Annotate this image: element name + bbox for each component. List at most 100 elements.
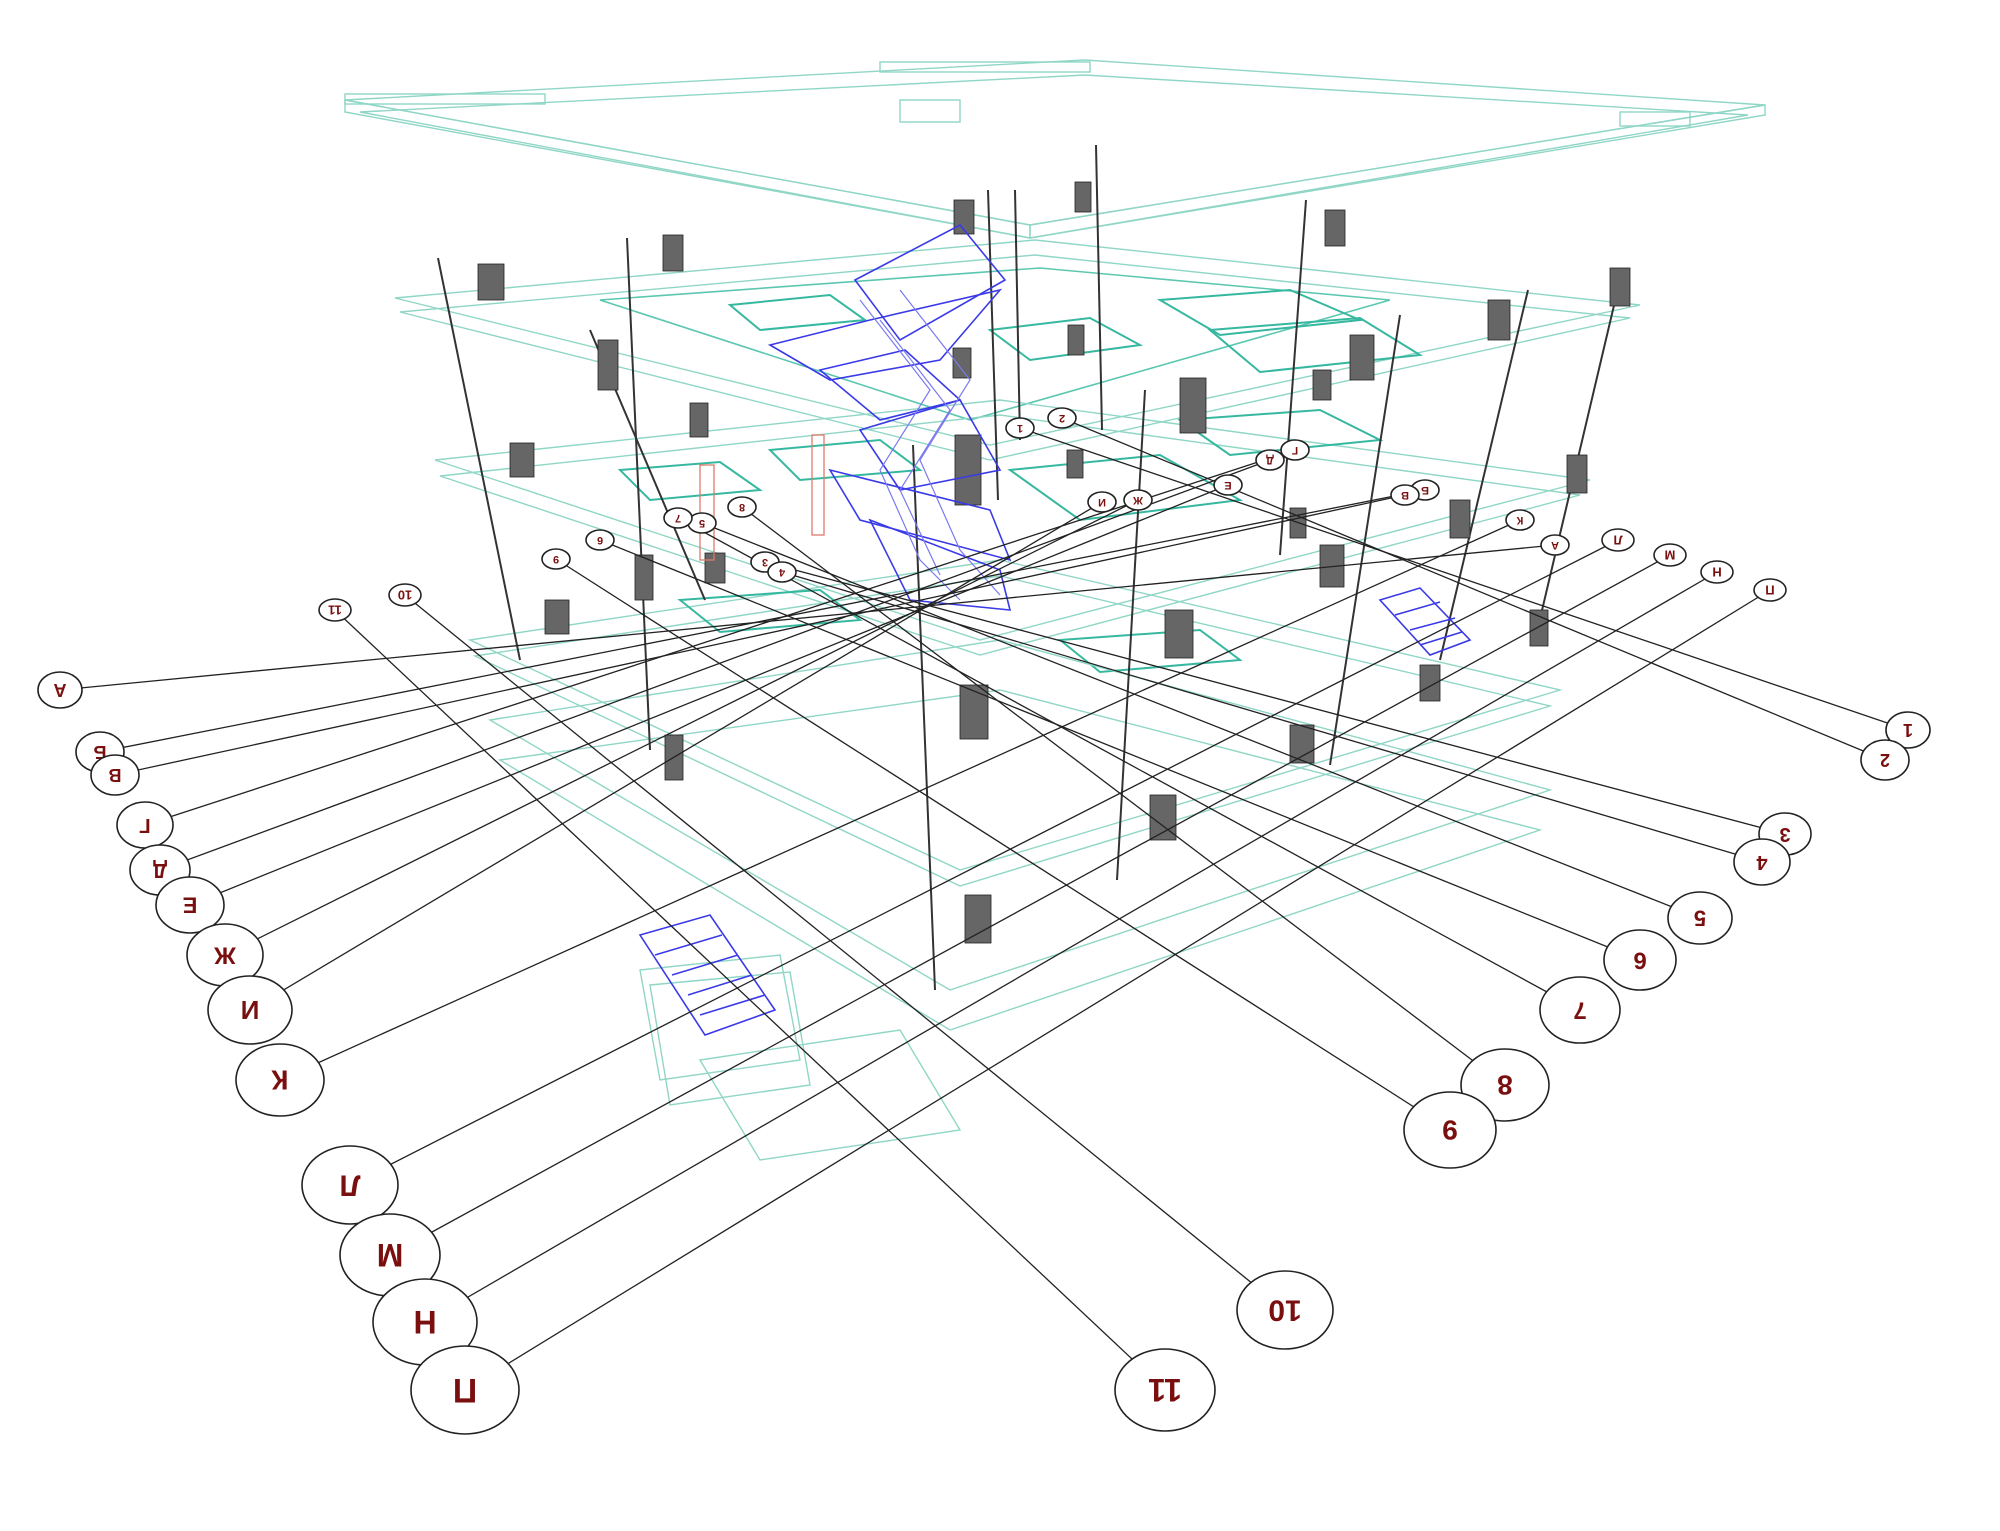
number-axis-bubble-far-7-circle <box>727 496 757 518</box>
number-axis-bubble-far-10-label: 11 <box>328 603 342 618</box>
number-axis-bubble-far-7-label: 8 <box>739 501 745 513</box>
number-axis-bubble-near-4-label: 5 <box>1694 906 1706 931</box>
letter-axis-bubble-near-2-circle <box>90 754 140 796</box>
letter-axis-bubble-far-10-circle <box>1653 543 1687 567</box>
letter-axis-bubble-far-1-label: Б <box>1421 484 1429 496</box>
number-axis-bubble-near-3-circle <box>1733 838 1791 886</box>
number-axis-bubble-near-10-label: 11 <box>1148 1372 1182 1408</box>
letter-axis-bubble-near-11: Н <box>372 1278 478 1366</box>
letter-axis-bubble-near-11-label: Н <box>413 1304 436 1340</box>
minor-stairs <box>638 587 1472 1036</box>
number-axis-bubble-near-1: 2 <box>1860 739 1910 781</box>
number-gridline-5 <box>599 539 1641 961</box>
number-axis-bubble-near-1-label: 2 <box>1880 750 1890 770</box>
number-axis-bubble-far-2-label: 3 <box>762 556 768 568</box>
letter-axis-bubble-far-6-circle <box>1123 489 1153 511</box>
letter-gridline-11 <box>424 571 1718 1323</box>
number-axis-bubble-near-5: 6 <box>1603 929 1677 991</box>
axis-grid-lines <box>59 417 1909 1391</box>
letter-axis-bubble-near-2-label: В <box>109 765 122 785</box>
letter-axis-bubble-far-2: В <box>1390 484 1420 506</box>
letter-gridline-1 <box>99 489 1426 753</box>
letter-axis-bubble-far-9-label: Л <box>1613 533 1622 548</box>
number-axis-bubble-far-10-circle <box>318 598 352 622</box>
main-staircase <box>767 223 1012 611</box>
letter-axis-bubble-far-11: Н <box>1700 560 1734 584</box>
middle-floor-slab <box>434 399 1591 656</box>
letter-axis-bubble-near-9-label: Л <box>339 1169 360 1202</box>
letter-axis-bubble-far-7-circle <box>1087 491 1117 513</box>
letter-axis-bubble-far-11-circle <box>1700 560 1734 584</box>
number-axis-bubble-far-1-circle <box>1047 407 1077 429</box>
letter-axis-bubble-far-7: И <box>1087 491 1117 513</box>
number-axis-bubble-near-5-circle <box>1603 929 1677 991</box>
letter-axis-bubble-far-6-label: Ж <box>1133 494 1144 506</box>
number-axis-bubble-far-8-label: 9 <box>553 553 559 565</box>
letter-axis-bubble-near-8-circle <box>235 1043 325 1117</box>
number-axis-bubble-near-9-circle <box>1236 1270 1334 1350</box>
letter-axis-bubble-far-4-label: Д <box>1266 454 1274 466</box>
letter-gridline-0 <box>59 544 1556 691</box>
number-axis-bubble-far-6-label: 7 <box>675 512 681 524</box>
letter-axis-bubble-near-4-label: Д <box>153 859 167 881</box>
number-axis-bubble-far-0-circle <box>1005 417 1035 439</box>
number-axis-bubble-near-9-label: 10 <box>1268 1294 1301 1327</box>
number-axis-bubble-near-2-label: 3 <box>1779 823 1790 845</box>
letter-axis-bubble-far-3: Г <box>1280 439 1310 461</box>
number-axis-bubble-near-4-circle <box>1667 891 1733 945</box>
number-axis-bubble-near-8-circle <box>1403 1091 1497 1169</box>
number-axis-bubble-far-4-label: 5 <box>699 517 705 529</box>
letter-gridline-7 <box>249 501 1103 1011</box>
number-axis-bubble-near-6-label: 7 <box>1573 997 1586 1024</box>
letter-gridline-6 <box>224 499 1139 956</box>
roof-slab <box>344 59 1766 239</box>
letter-axis-bubble-near-12: П <box>410 1345 520 1435</box>
letter-gridline-5 <box>189 484 1229 906</box>
letter-axis-bubble-near-12-circle <box>410 1345 520 1435</box>
number-axis-bubble-near-0-circle <box>1885 711 1931 749</box>
number-axis-bubble-near-8: 9 <box>1403 1091 1497 1169</box>
letter-axis-bubble-far-4-circle <box>1255 449 1285 471</box>
number-gridline-2 <box>764 561 1786 835</box>
number-axis-bubble-near-3: 4 <box>1733 838 1791 886</box>
letter-axis-bubble-far-8-circle <box>1505 509 1535 531</box>
letter-axis-bubble-far-4: Д <box>1255 449 1285 471</box>
number-gridline-7 <box>741 506 1506 1086</box>
number-axis-bubble-near-1-circle <box>1860 739 1910 781</box>
letter-axis-bubble-near-5: Е <box>155 876 225 934</box>
letter-gridline-9 <box>349 539 1619 1186</box>
letter-axis-bubble-far-10: М <box>1653 543 1687 567</box>
letter-axis-bubble-near-6: Ж <box>186 923 264 987</box>
number-axis-bubble-far-8: 9 <box>541 548 571 570</box>
number-gridline-6 <box>677 517 1581 1011</box>
number-axis-bubble-far-6-circle <box>663 507 693 529</box>
number-axis-bubble-near-7-label: 8 <box>1497 1070 1513 1101</box>
letter-axis-bubble-near-10: М <box>339 1213 441 1297</box>
number-axis-bubble-far-10: 11 <box>318 598 352 622</box>
upper-floor-slab <box>394 239 1641 461</box>
number-axis-bubble-near-0-label: 1 <box>1903 720 1913 740</box>
letter-axis-bubble-far-5-label: Е <box>1224 479 1231 491</box>
letter-axis-bubble-far-0-circle <box>1540 534 1570 556</box>
letter-axis-bubble-far-12-label: П <box>1765 583 1774 598</box>
number-axis-bubble-far-5: 6 <box>585 529 615 551</box>
letter-axis-bubble-near-12-label: П <box>453 1371 477 1409</box>
number-axis-bubble-far-5-label: 6 <box>597 534 603 546</box>
number-axis-bubble-near-0: 1 <box>1885 711 1931 749</box>
letter-axis-bubble-far-7-label: И <box>1098 496 1106 508</box>
letter-axis-bubble-far-8: К <box>1505 509 1535 531</box>
number-axis-bubble-far-3-label: 4 <box>778 566 785 578</box>
letter-axis-bubble-near-6-label: Ж <box>214 942 237 969</box>
number-axis-bubble-far-7: 8 <box>727 496 757 518</box>
number-axis-bubble-far-0-label: 1 <box>1017 422 1023 434</box>
letter-axis-bubble-far-5-circle <box>1213 474 1243 496</box>
number-axis-bubble-near-3-label: 4 <box>1756 851 1768 873</box>
number-axis-bubble-far-3-circle <box>767 561 797 583</box>
number-axis-bubble-far-1-label: 2 <box>1059 412 1065 424</box>
letter-gridline-8 <box>279 519 1521 1081</box>
letter-axis-bubble-far-8-label: К <box>1516 514 1523 526</box>
letter-gridline-2 <box>114 494 1406 776</box>
number-axis-bubble-far-6: 7 <box>663 507 693 529</box>
letter-axis-bubble-near-8-label: К <box>271 1065 289 1096</box>
letter-axis-bubble-near-10-label: М <box>377 1237 404 1273</box>
